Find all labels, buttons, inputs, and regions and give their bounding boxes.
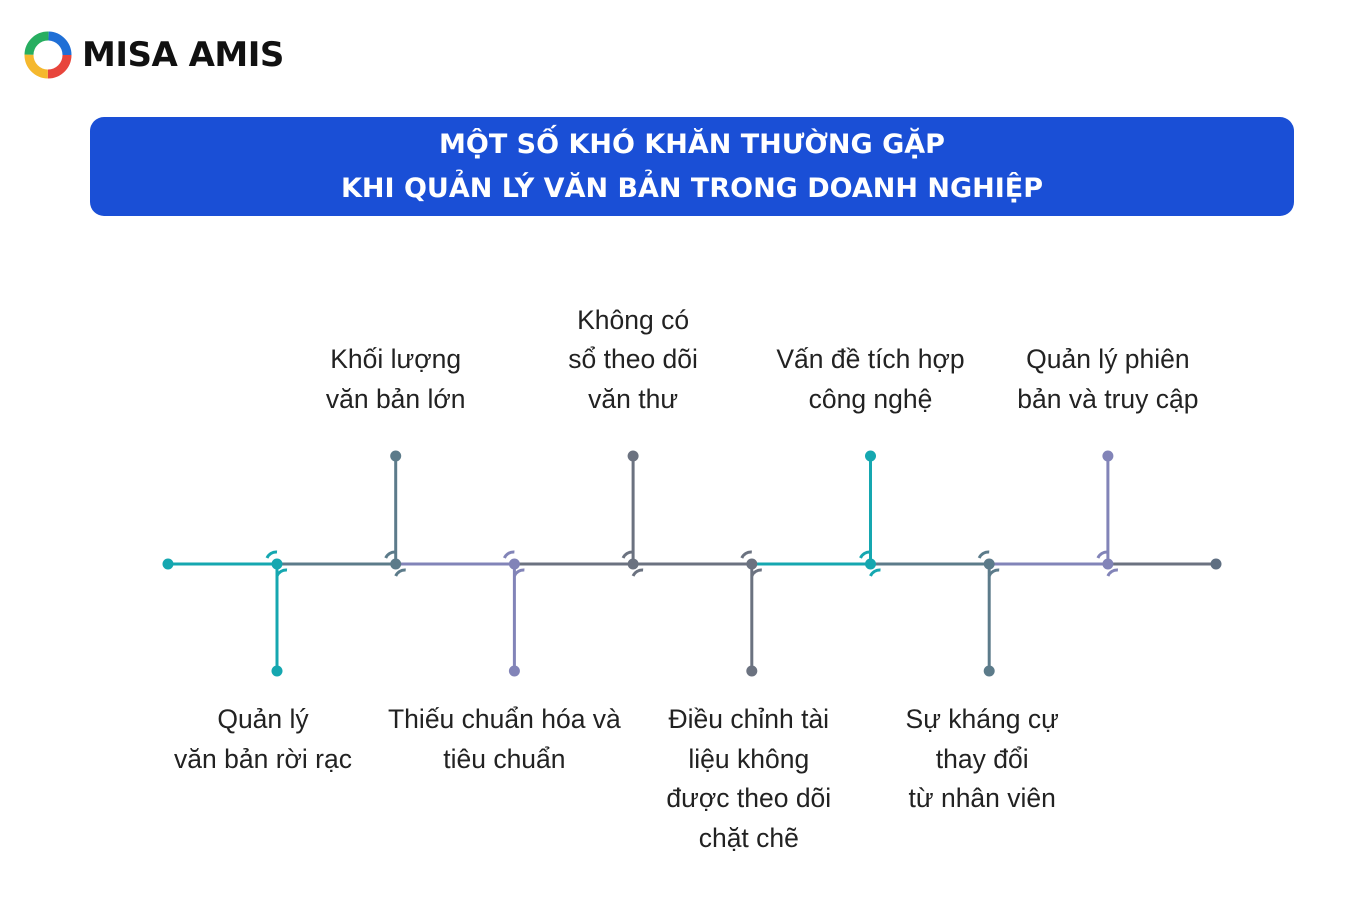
step-end-dot-8	[1102, 450, 1114, 462]
junction-arc-5	[740, 550, 752, 559]
step-label-line: Khối lượng	[330, 344, 462, 374]
junction-arc-lower-4	[631, 568, 644, 577]
junction-arc-8	[1096, 550, 1109, 559]
step-label-line: sổ theo dõi	[568, 344, 698, 374]
step-label-4: Không có sổ theo dõi văn thư	[568, 301, 698, 420]
junction-arc-lower-7	[987, 568, 1000, 577]
timeline-start-dot	[162, 558, 174, 570]
title-banner: MỘT SỐ KHÓ KHĂN THƯỜNG GẶP KHI QUẢN LÝ V…	[90, 117, 1294, 216]
brand-logo: MISA AMIS	[24, 30, 284, 80]
junction-arc-1	[265, 550, 278, 559]
step-label-line: từ nhân viên	[908, 783, 1056, 813]
step-label-line: Quản lý phiên	[1026, 344, 1190, 374]
step-label-1: Quản lý văn bản rời rạc	[174, 700, 352, 779]
misa-logo-icon	[24, 31, 72, 79]
step-junction-dot-5	[746, 558, 758, 570]
junction-arc-3	[503, 550, 515, 559]
junction-arc-7	[977, 550, 990, 559]
brand-name: MISA AMIS	[82, 35, 284, 75]
step-label-line: văn bản rời rạc	[174, 743, 352, 774]
step-end-dot-4	[627, 450, 639, 462]
step-label-line: tiêu chuẩn	[443, 743, 566, 774]
step-label-3: Thiếu chuẩn hóa và tiêu chuẩn	[388, 700, 621, 779]
step-label-line: Không có	[577, 304, 690, 335]
junction-arc-6	[859, 550, 871, 559]
step-end-dot-7	[983, 665, 995, 677]
junction-arc-lower-6	[869, 568, 881, 577]
step-label-line: bản và truy cập	[1017, 383, 1199, 414]
step-label-line: thay đổi	[935, 743, 1029, 774]
step-label-line: Vấn đề tích hợp	[776, 344, 965, 374]
step-label-5: Điều chỉnh tài liệu không được theo dõi chặ…	[666, 700, 831, 858]
title-line-2: KHI QUẢN LÝ VĂN BẢN TRONG DOANH NGHIỆP	[340, 172, 1044, 204]
junction-arc-2	[384, 550, 396, 559]
step-label-6: Vấn đề tích hợp công nghệ	[776, 340, 964, 419]
junction-arc-lower-3	[513, 568, 525, 577]
step-label-line: Thiếu chuẩn hóa và	[388, 704, 621, 734]
step-end-dot-3	[508, 665, 520, 677]
step-end-dot-1	[271, 665, 283, 677]
step-label-line: Quản lý	[217, 704, 309, 734]
step-label-line: liệu không	[688, 743, 810, 774]
junction-arc-lower-5	[750, 568, 762, 577]
step-label-line: được theo dõi	[666, 783, 832, 813]
step-junction-dot-7	[983, 558, 995, 570]
junction-arc-4	[621, 550, 634, 559]
title-line-1: MỘT SỐ KHÓ KHĂN THƯỜNG GẶP	[439, 128, 945, 160]
step-label-7: Sự kháng cự thay đổi từ nhân viên	[906, 700, 1059, 819]
step-junction-dot-1	[271, 558, 283, 570]
step-junction-dot-3	[508, 558, 520, 570]
step-label-8: Quản lý phiên bản và truy cập	[1017, 340, 1198, 419]
step-end-dot-2	[390, 450, 402, 462]
junction-arc-lower-8	[1106, 568, 1119, 577]
timeline-end-dot	[1210, 558, 1222, 570]
step-label-line: chặt chẽ	[698, 822, 799, 853]
step-label-line: Điều chỉnh tài	[668, 704, 830, 734]
step-junction-dot-6	[865, 558, 876, 570]
step-label-line: văn thư	[588, 383, 679, 414]
junction-arc-lower-2	[394, 568, 406, 577]
step-label-line: Sự kháng cự	[905, 704, 1059, 734]
step-label-line: công nghệ	[808, 383, 933, 414]
step-junction-dot-4	[627, 558, 639, 570]
step-junction-dot-2	[390, 558, 402, 570]
step-label-2: Khối lượng văn bản lớn	[326, 340, 466, 419]
step-label-line: văn bản lớn	[325, 383, 466, 414]
junction-arc-lower-1	[275, 568, 288, 577]
step-junction-dot-8	[1102, 558, 1114, 570]
step-end-dot-6	[865, 450, 876, 462]
step-end-dot-5	[746, 665, 758, 677]
